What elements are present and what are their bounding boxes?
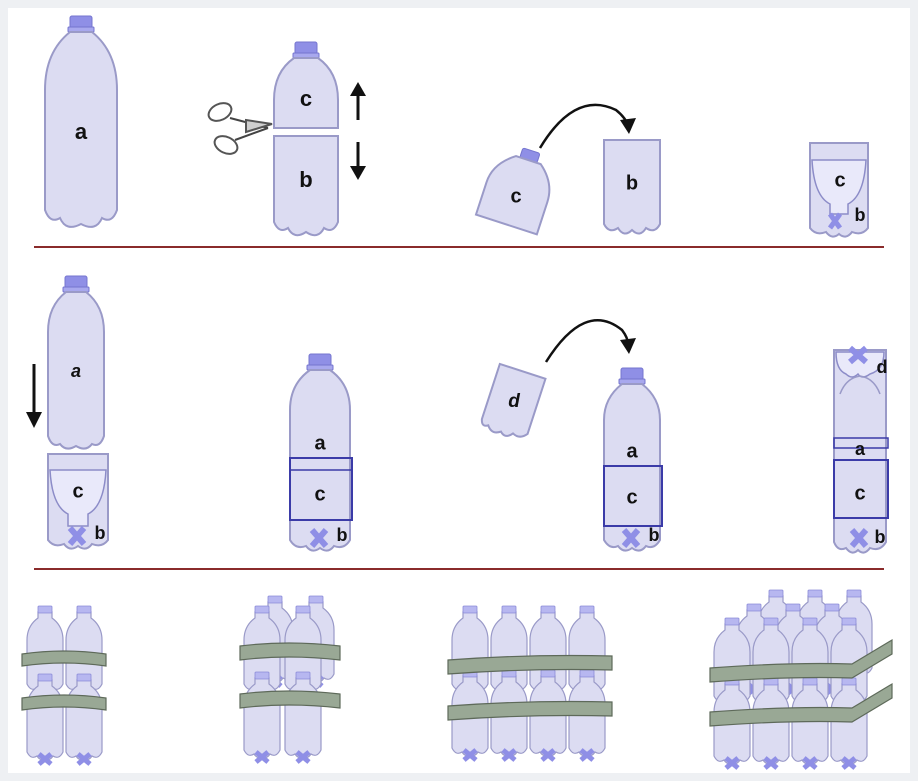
step6-assembled: a c b	[290, 354, 352, 551]
label-b-step2: b	[299, 167, 312, 192]
label-b-step8: b	[875, 527, 886, 547]
label-c-step2: c	[300, 86, 312, 111]
label-b-step4: b	[855, 205, 866, 225]
label-a-step8: a	[855, 439, 866, 459]
label-c-step6: c	[314, 483, 325, 505]
label-c-step4: c	[834, 169, 845, 191]
label-a-step6: a	[314, 432, 326, 454]
label-b-step6: b	[337, 525, 348, 545]
label-d-step8: d	[877, 357, 888, 377]
label-b-step3: b	[626, 172, 638, 194]
label-b-step5: b	[95, 523, 106, 543]
step1-whole-bottle: a	[45, 16, 117, 227]
label-a-step7: a	[626, 440, 638, 462]
label-a-step5: a	[71, 361, 81, 381]
label-d-step7: d	[508, 391, 520, 412]
step8-complete-unit: d a c b	[834, 348, 888, 553]
step4-inverted-top: c b	[810, 143, 868, 237]
label-c-step3: c	[510, 185, 521, 207]
label-a-step1: a	[75, 119, 88, 144]
label-b-step7: b	[649, 525, 660, 545]
label-c-step8: c	[854, 482, 865, 504]
label-c-step7: c	[626, 486, 637, 508]
label-c-step5: c	[72, 480, 83, 502]
